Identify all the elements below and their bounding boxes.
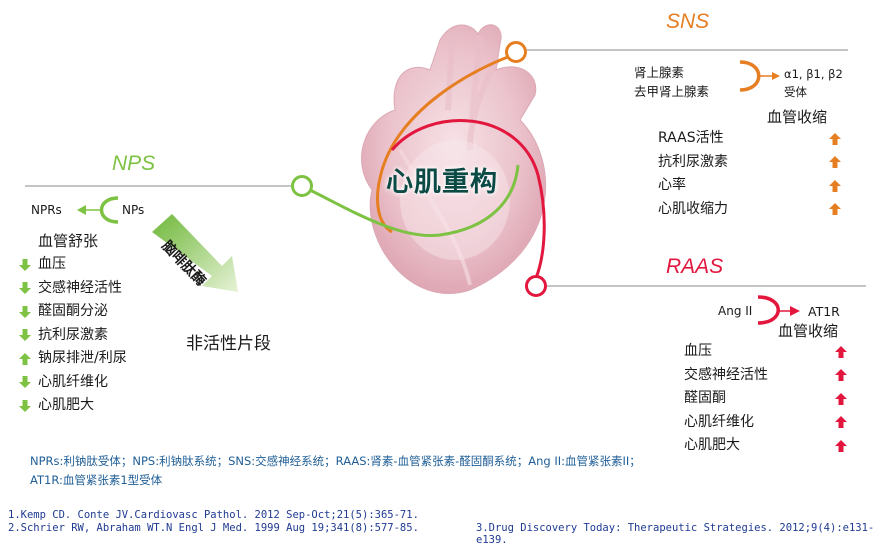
nps-effect-label: 心肌纤维化 [38,373,108,390]
raas-effect-item: 醛固酮 [684,387,854,411]
sns-curve [375,52,517,234]
raas-effect-label: 心肌纤维化 [684,413,754,430]
arrow-up-icon [835,392,847,405]
sns-heading: SNS [666,10,710,33]
nps-receptor-icon [99,196,119,224]
nps-heading: NPS [112,152,156,175]
nps-curve [309,164,520,238]
raas-result: 血管收缩 [778,322,839,340]
sns-effect-item: 心率 [658,174,848,198]
sns-effect-item: RAAS活性 [658,127,848,151]
raas-effect-item: 心肌肥大 [684,434,854,458]
arrow-up-icon [829,156,841,169]
inactive-fragment-label: 非活性片段 [186,334,271,354]
arrow-up-icon [835,439,847,452]
nps-effects-list: 血压交感神经活性醛固酮分泌抗利尿激素钠尿排泄/利尿心肌纤维化心肌肥大 [18,253,218,418]
arrow-up-icon [835,369,847,382]
nps-effect-label: 醛固酮分泌 [38,303,108,319]
raas-heading: RAAS [666,255,724,278]
nps-effect-item: 血压 [18,253,218,277]
sns-effect-label: RAAS活性 [658,130,724,146]
abbreviation-footnote: NPRs:利钠肽受体；NPS:利钠肽系统；SNS:交感神经系统；RAAS:肾素-… [30,454,641,487]
sns-effect-label: 心肌收缩力 [658,200,728,217]
neprilysin-arrow [152,214,238,292]
raas-effect-label: 交感神经活性 [684,366,768,383]
sns-receptor-suffix: 受体 [784,85,807,99]
arrow-down-icon [19,376,31,389]
raas-effect-label: 心肌肥大 [684,437,740,453]
arrow-down-icon [19,399,31,412]
sns-effect-label: 心率 [658,177,686,193]
raas-node [525,275,547,297]
arrow-down-icon [19,305,31,318]
nps-effect-label: 抗利尿激素 [38,326,108,343]
nps-effect-label: 交感神经活性 [38,279,122,296]
sns-ligand-2: 去甲肾上腺素 [634,84,710,99]
sns-ligand-1: 肾上腺素 [634,65,685,80]
nps-node [291,175,313,197]
sns-effect-item: 抗利尿激素 [658,151,848,175]
nps-result: 血管舒张 [38,232,99,250]
arrow-down-icon [19,329,31,342]
sns-ligands: 肾上腺素 去甲肾上腺素 [634,63,744,101]
raas-effect-label: 血压 [684,343,712,359]
nps-effect-label: 心肌肥大 [38,397,94,413]
sns-effect-label: 抗利尿激素 [658,153,728,170]
arrow-up-icon [835,345,847,358]
nps-effect-item: 心肌纤维化 [18,371,218,395]
sns-node [505,41,527,63]
raas-effect-label: 醛固酮 [684,390,726,406]
nps-effect-label: 钠尿排泄/利尿 [38,350,127,366]
arrow-up-icon [829,179,841,192]
raas-effects-list: 血压交感神经活性醛固酮心肌纤维化心肌肥大 [684,340,854,458]
nps-effect-item: 钠尿排泄/利尿 [18,347,218,371]
raas-curve [390,119,546,279]
nps-effect-item: 抗利尿激素 [18,324,218,348]
reference-3: 3.Drug Discovery Today: Therapeutic Stra… [476,522,875,546]
center-title: 心肌重构 [386,167,498,198]
nps-receptor-label: NPRs [31,203,62,217]
arrow-up-icon [829,203,841,216]
raas-receptor-label: AT1R [808,304,840,319]
arrow-down-icon [19,282,31,295]
raas-ligand-label: Ang II [718,304,753,318]
reference-2: 2.Schrier RW, Abraham WT.N Engl J Med. 1… [8,522,419,534]
heart-illustration [361,24,546,294]
raas-receptor-icon [757,295,780,325]
arrow-down-icon [19,258,31,271]
nps-effect-item: 心肌肥大 [18,394,218,418]
raas-effect-item: 心肌纤维化 [684,411,854,435]
sns-result: 血管收缩 [767,108,828,126]
sns-receptor-label: α1, β1, β2 [784,67,843,81]
nps-effect-item: 醛固酮分泌 [18,300,218,324]
reference-1: 1.Kemp CD. Conte JV.Cardiovasc Pathol. 2… [8,509,419,521]
sns-effect-item: 心肌收缩力 [658,198,848,222]
arrow-up-icon [19,352,31,365]
raas-effect-item: 血压 [684,340,854,364]
sns-effects-list: RAAS活性抗利尿激素心率心肌收缩力 [658,127,848,221]
nps-effect-label: 血压 [38,256,66,272]
nps-effect-item: 交感神经活性 [18,277,218,301]
arrow-up-icon [829,132,841,145]
nps-ligand-label: NPs [122,203,145,217]
arrow-up-icon [835,416,847,429]
raas-effect-item: 交感神经活性 [684,364,854,388]
